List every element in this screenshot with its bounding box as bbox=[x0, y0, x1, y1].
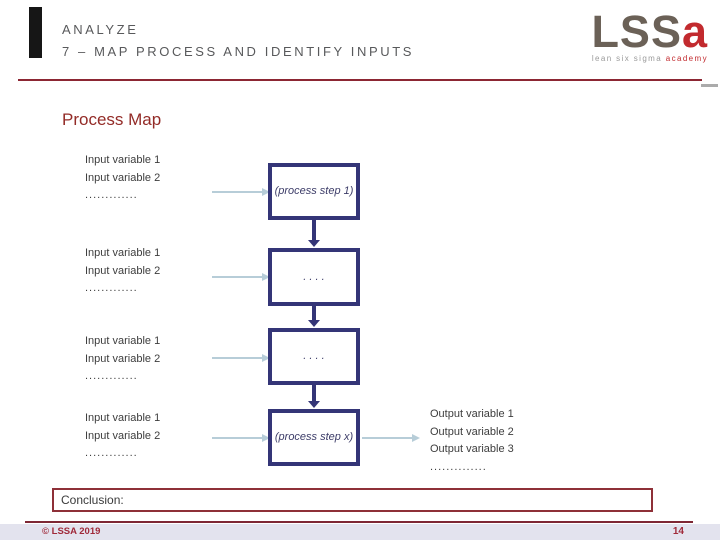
input-dots: ............. bbox=[85, 370, 138, 382]
input-group-1: Input variable 1 Input variable 2 ......… bbox=[85, 152, 160, 205]
input-group-4: Input variable 1 Input variable 2 ......… bbox=[85, 410, 160, 463]
input-dots: ............. bbox=[85, 189, 138, 201]
copyright-text: © LSSA 2019 bbox=[42, 526, 101, 537]
logo-tagline-main: lean six sigma bbox=[591, 54, 666, 63]
process-step-box-4: (process step x) bbox=[268, 409, 360, 466]
header-title: 7 – MAP PROCESS AND IDENTIFY INPUTS bbox=[62, 44, 415, 59]
logo-word-accent: a bbox=[681, 6, 708, 57]
process-step-label: . . . . bbox=[303, 270, 325, 283]
header-kicker: ANALYZE bbox=[62, 22, 139, 37]
logo-tagline-accent: academy bbox=[665, 54, 708, 63]
input-group-3: Input variable 1 Input variable 2 ......… bbox=[85, 333, 160, 386]
input-arrow-3 bbox=[212, 354, 270, 362]
input-arrow-2 bbox=[212, 273, 270, 281]
step-connector-3 bbox=[308, 385, 320, 408]
input-line: Input variable 1 bbox=[85, 412, 161, 424]
input-line: Input variable 2 bbox=[85, 171, 161, 184]
output-line: Output variable 2 bbox=[430, 425, 514, 438]
header-rule bbox=[18, 79, 702, 81]
conclusion-label: Conclusion: bbox=[61, 493, 124, 507]
input-line: Input variable 1 bbox=[85, 154, 161, 166]
logo-word-main: LSS bbox=[591, 6, 682, 57]
lssa-logo: LSSa lean six sigma academy bbox=[591, 9, 708, 63]
output-line: Output variable 1 bbox=[430, 408, 514, 420]
input-line: Input variable 2 bbox=[85, 264, 161, 277]
input-group-2: Input variable 1 Input variable 2 ......… bbox=[85, 245, 160, 298]
logo-tagline: lean six sigma academy bbox=[591, 55, 708, 63]
input-line: Input variable 1 bbox=[85, 247, 161, 259]
output-group: Output variable 1 Output variable 2 Outp… bbox=[430, 406, 514, 476]
process-step-box-3: . . . . bbox=[268, 328, 360, 385]
process-step-box-1: (process step 1) bbox=[268, 163, 360, 220]
step-connector-1 bbox=[308, 220, 320, 247]
output-dots: .............. bbox=[430, 460, 487, 473]
input-dots: ............. bbox=[85, 447, 138, 459]
input-arrow-4 bbox=[212, 434, 270, 442]
input-dots: ............. bbox=[85, 282, 138, 294]
conclusion-box: Conclusion: bbox=[52, 488, 653, 512]
footer-rule bbox=[25, 521, 693, 523]
section-title: Process Map bbox=[62, 110, 162, 129]
header-edge-dash bbox=[701, 84, 718, 87]
input-line: Input variable 2 bbox=[85, 429, 161, 442]
input-arrow-1 bbox=[212, 188, 270, 196]
process-step-label: . . . . bbox=[303, 350, 325, 362]
step-connector-2 bbox=[308, 306, 320, 327]
output-arrow bbox=[362, 434, 420, 442]
page-number: 14 bbox=[672, 526, 684, 537]
process-step-box-2: . . . . bbox=[268, 248, 360, 306]
process-step-label: (process step 1) bbox=[274, 185, 354, 197]
input-line: Input variable 1 bbox=[85, 335, 161, 347]
slide-accent-bar bbox=[29, 7, 42, 58]
footer-bar: © LSSA 2019 14 bbox=[0, 524, 720, 540]
output-line: Output variable 3 bbox=[430, 443, 514, 455]
process-step-label: (process step x) bbox=[274, 431, 354, 443]
logo-wordmark: LSSa bbox=[591, 9, 708, 54]
input-line: Input variable 2 bbox=[85, 352, 161, 365]
